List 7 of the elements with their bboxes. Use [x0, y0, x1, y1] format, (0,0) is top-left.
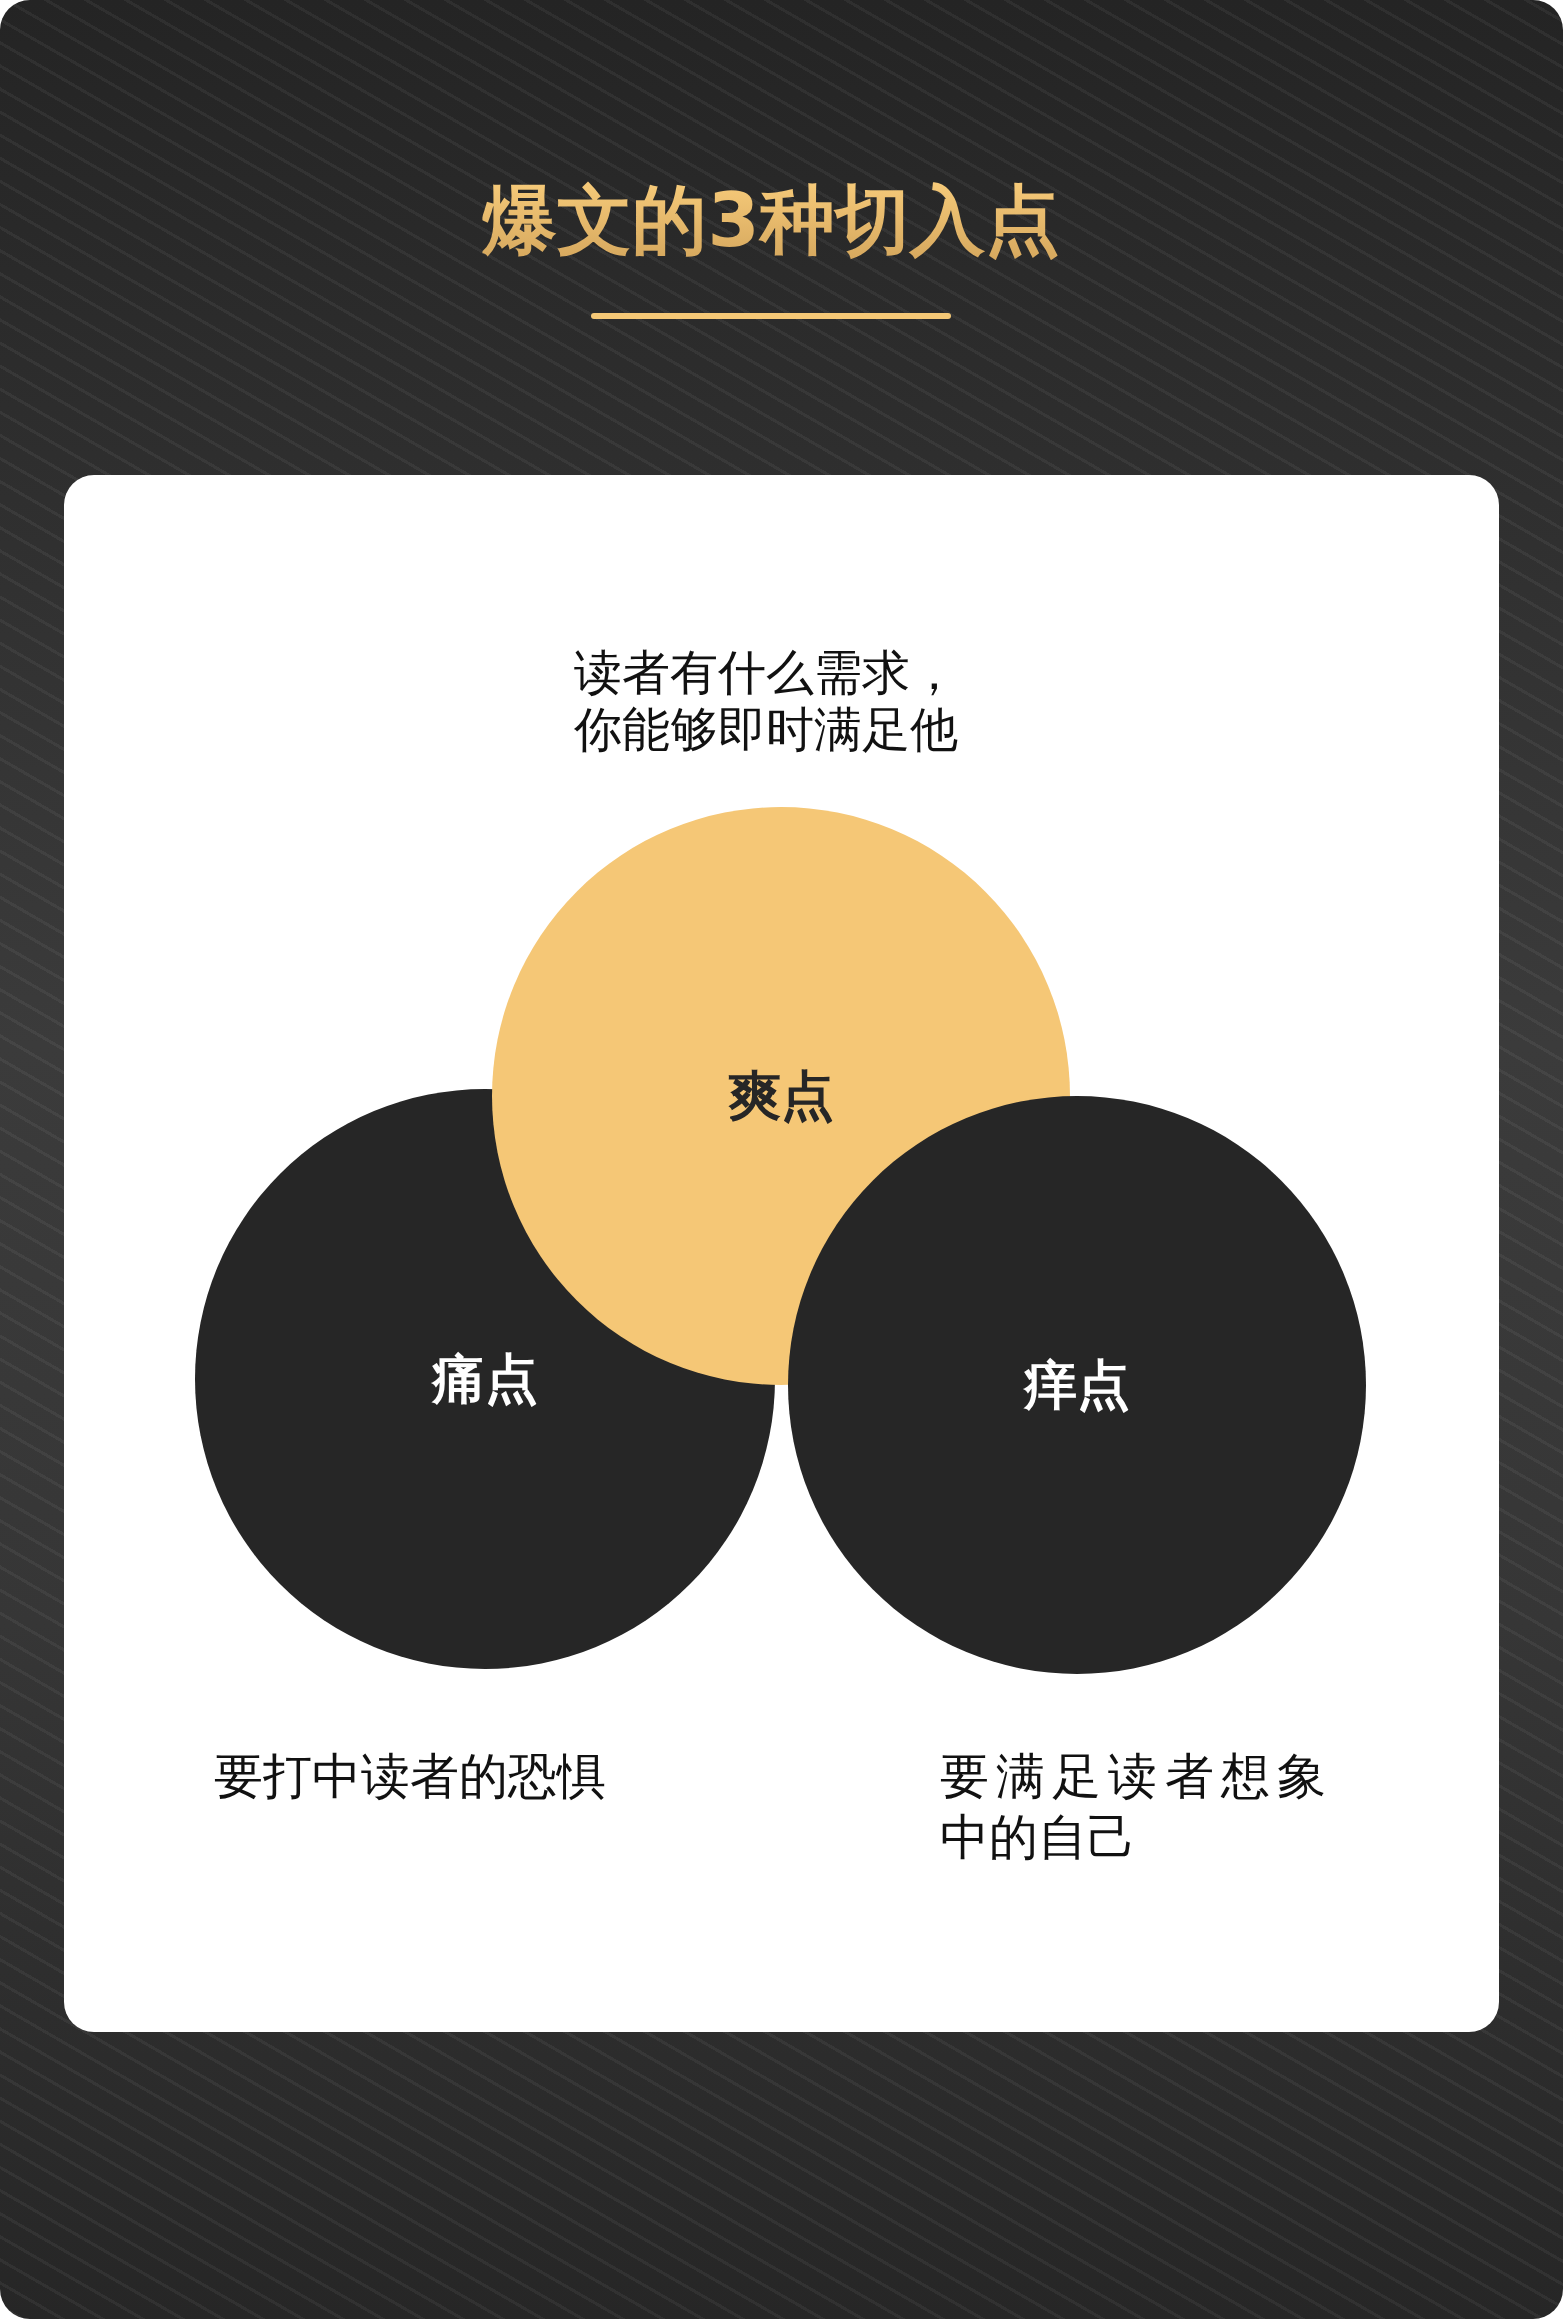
description: 要满足读者想象中的自己 [940, 1747, 1326, 1868]
description: 读者有什么需求，你能够即时满足他 [574, 644, 959, 758]
description: 要打中读者的恐惧 [214, 1747, 607, 1807]
node-label: 痒点 [1024, 1355, 1130, 1415]
title: 爆文的3种切入点 [482, 180, 1060, 260]
node-label: 爽点 [728, 1066, 834, 1126]
node-label: 痛点 [432, 1349, 538, 1409]
